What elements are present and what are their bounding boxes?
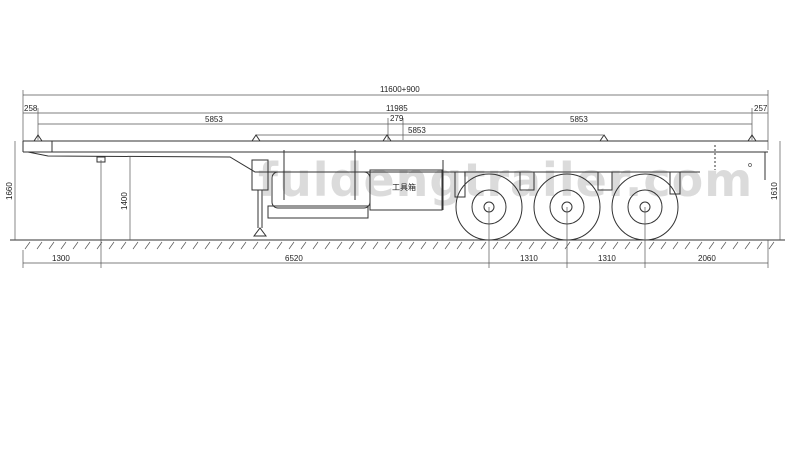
deck-length-label: 11985 <box>386 104 408 113</box>
overall-length-dimension: 11600+900 <box>22 85 769 150</box>
center-gap-label: 279 <box>390 114 404 123</box>
axle-spacing-1-label: 1310 <box>520 254 538 263</box>
chassis <box>22 140 768 180</box>
ground-line <box>10 239 785 250</box>
kingpin-height-label: 1400 <box>120 192 129 210</box>
kingpin-to-axle-label: 6520 <box>285 254 303 263</box>
overall-length-label: 11600+900 <box>380 85 420 94</box>
height-dimensions: 1660 1400 1610 <box>5 141 781 268</box>
twistlock-dimensions: 5853 5853 279 5853 <box>38 114 752 140</box>
bottom-dimensions: 1300 6520 1310 1310 2060 <box>22 207 769 268</box>
landing-gear <box>251 159 269 237</box>
twistlock-span-rear-label: 5853 <box>570 115 588 124</box>
rear-axle-to-end-label: 2060 <box>698 254 716 263</box>
rear-overhang-label: 257 <box>754 104 768 113</box>
axle-spacing-2-label: 1310 <box>598 254 616 263</box>
center-span-label: 5853 <box>408 126 426 135</box>
tank-and-toolbox: 工具箱 <box>267 150 444 219</box>
front-overhang-label: 258 <box>24 104 38 113</box>
rear-height-label: 1610 <box>770 182 779 200</box>
twistlock-span-front-label: 5853 <box>205 115 223 124</box>
kingpin-offset-label: 1300 <box>52 254 70 263</box>
twistlocks <box>33 134 757 142</box>
front-height-label: 1660 <box>5 182 14 200</box>
watermark: fuldengtrailer.com <box>258 153 753 207</box>
toolbox-label: 工具箱 <box>392 182 416 192</box>
